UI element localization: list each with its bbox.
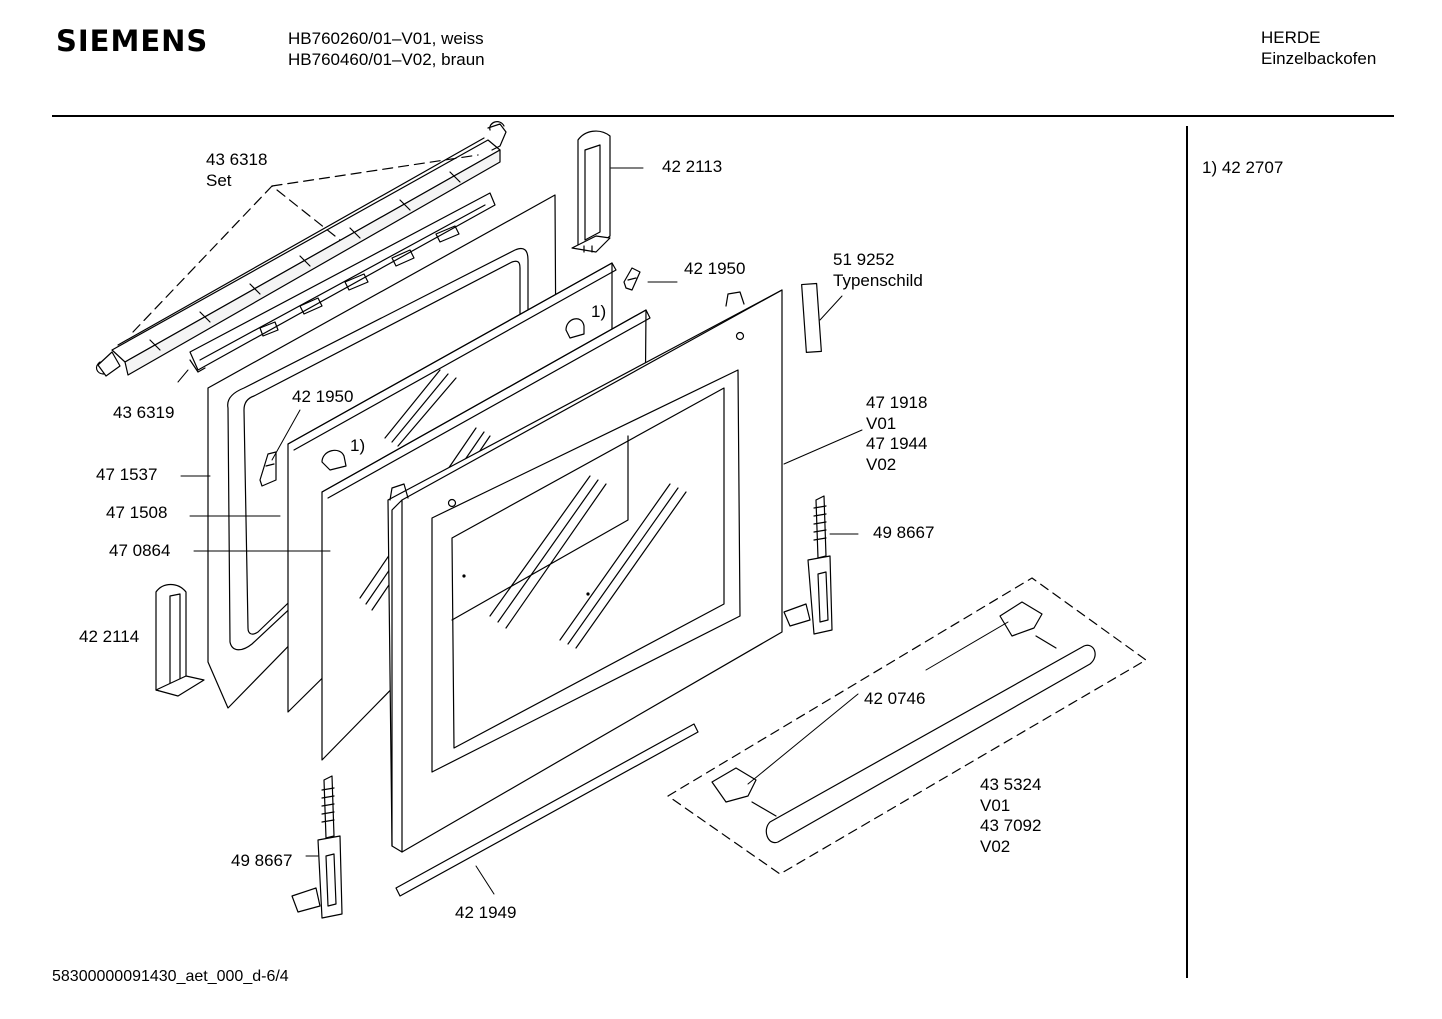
label-handle-set-number-2: 43 7092 bbox=[980, 816, 1042, 835]
label-glass-inner: 47 0864 bbox=[109, 541, 171, 560]
sidebar-divider bbox=[1186, 126, 1188, 978]
label-type-plate-number: 51 9252 bbox=[833, 250, 895, 269]
clip-right-part bbox=[624, 268, 640, 290]
label-hinge-left: 49 8667 bbox=[231, 851, 293, 870]
callout-hinge-small-upper bbox=[566, 319, 584, 338]
document-id: 58300000091430_aet_000_d-6/4 bbox=[52, 968, 289, 985]
label-hinge-right: 49 8667 bbox=[873, 523, 935, 542]
label-left-bracket: 42 2114 bbox=[79, 627, 140, 646]
type-plate-part bbox=[802, 284, 822, 353]
label-right-bracket: 42 2113 bbox=[662, 157, 723, 176]
header-divider bbox=[52, 115, 1394, 117]
label-callout-lower: 1) bbox=[350, 436, 366, 455]
model-line-2: HB760460/01–V02, braun bbox=[288, 50, 485, 69]
set-dashed-bracket bbox=[133, 155, 478, 332]
label-handle-set-variant-2: V02 bbox=[980, 836, 1011, 856]
label-glass-middle: 47 1508 bbox=[106, 503, 168, 522]
model-list: HB760260/01–V01, weiss HB760460/01–V02, … bbox=[288, 28, 485, 70]
leader-lines bbox=[178, 168, 1008, 894]
label-handle-set-variant-1: V01 bbox=[980, 795, 1011, 815]
label-inner-frame: 47 1537 bbox=[96, 465, 158, 484]
label-outer-door-number-1: 47 1918 bbox=[866, 393, 928, 412]
label-type-plate: 51 9252 Typenschild bbox=[833, 250, 923, 291]
label-clip-left: 42 1950 bbox=[292, 387, 354, 406]
outer-door-part bbox=[388, 290, 782, 852]
set-bar-part bbox=[97, 122, 506, 376]
product-category: HERDE Einzelbackofen bbox=[1261, 27, 1376, 69]
category-line-1: HERDE bbox=[1261, 28, 1321, 47]
left-bracket-part bbox=[156, 585, 204, 697]
label-handle-set-number-1: 43 5324 bbox=[980, 775, 1042, 794]
label-end-cap: 43 6319 bbox=[113, 403, 175, 422]
hinge-left-part bbox=[292, 776, 342, 918]
label-handle-rod: 42 0746 bbox=[864, 689, 926, 708]
footnote: 1) 42 2707 bbox=[1202, 158, 1284, 177]
label-set-bar-note: Set bbox=[206, 170, 232, 190]
label-set-bar-number: 43 6318 bbox=[206, 150, 268, 169]
label-clip-right: 42 1950 bbox=[684, 259, 746, 278]
category-line-2: Einzelbackofen bbox=[1261, 49, 1377, 68]
right-bracket-part bbox=[572, 131, 610, 252]
label-outer-door-number-2: 47 1944 bbox=[866, 434, 928, 453]
label-outer-door: 47 1918 V01 47 1944 V02 bbox=[866, 393, 927, 475]
callout-hinge-small-lower bbox=[322, 450, 346, 470]
label-handle-set: 43 5324 V01 43 7092 V02 bbox=[980, 775, 1041, 857]
handle-set-part bbox=[668, 578, 1146, 874]
model-line-1: HB760260/01–V01, weiss bbox=[288, 29, 484, 48]
label-type-plate-name: Typenschild bbox=[833, 270, 923, 290]
label-set-bar: 43 6318 Set bbox=[206, 150, 267, 191]
seal-strip-part bbox=[396, 724, 698, 896]
label-callout-upper: 1) bbox=[591, 302, 607, 321]
label-outer-door-variant-2: V02 bbox=[866, 454, 897, 474]
hinge-right-part bbox=[784, 496, 832, 634]
label-outer-door-variant-1: V01 bbox=[866, 413, 897, 433]
label-seal-strip: 42 1949 bbox=[455, 903, 517, 922]
brand-logo: SIEMENS bbox=[56, 24, 209, 58]
